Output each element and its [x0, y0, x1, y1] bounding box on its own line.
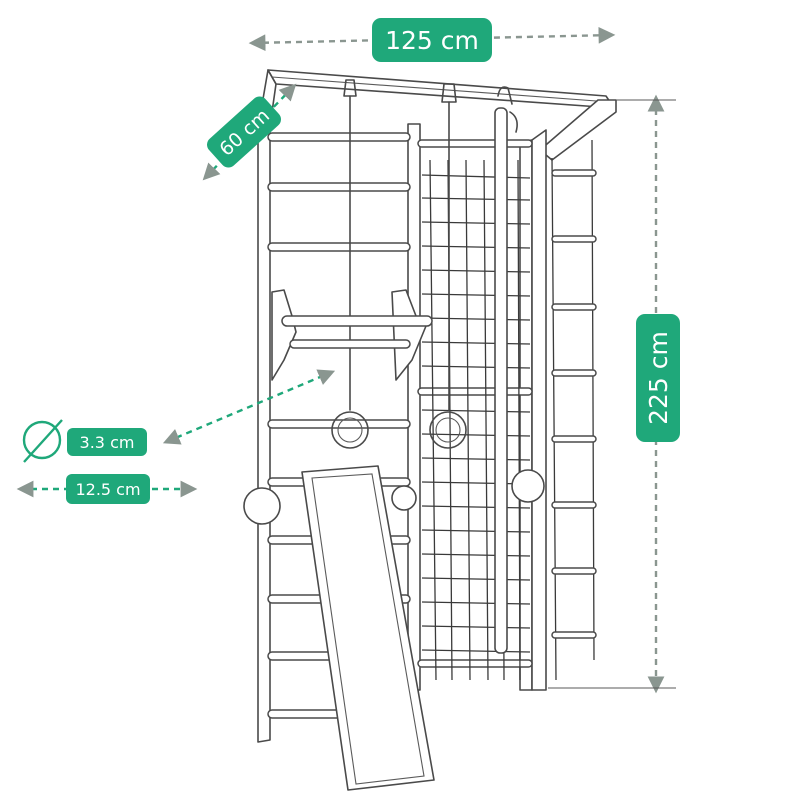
slide: [301, 465, 435, 791]
depth-badge: 60 cm: [207, 96, 281, 168]
diameter-icon: [22, 419, 63, 463]
height-label: 225 cm: [644, 331, 673, 425]
bar-diameter-badge: 3.3 cm: [67, 428, 147, 456]
climbing-pole: [494, 86, 518, 654]
wall-bars-frame: [243, 69, 617, 791]
width-label: 125 cm: [385, 26, 479, 55]
pull-up-bar: [271, 289, 433, 381]
side-disc-middle: [391, 485, 417, 511]
climbing-net: [421, 159, 531, 681]
width-badge: 125 cm: [372, 18, 492, 62]
bar-diameter-label: 3.3 cm: [80, 433, 135, 452]
bar-diameter-pointer: [162, 369, 336, 445]
side-disc-left: [243, 487, 281, 525]
height-badge: 225 cm: [636, 314, 680, 442]
gymnastic-rings: [331, 79, 467, 449]
rope-ladder: [551, 139, 597, 681]
rung-spacing-badge: 12.5 cm: [66, 474, 150, 504]
rung-spacing-label: 12.5 cm: [75, 480, 140, 499]
side-disc-right: [511, 469, 545, 503]
